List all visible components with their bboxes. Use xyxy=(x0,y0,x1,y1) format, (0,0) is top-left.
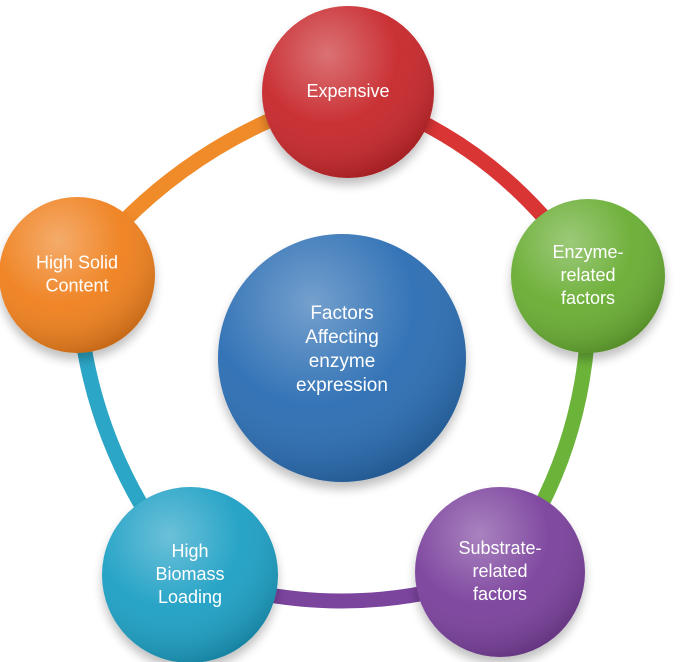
label-line: Enzyme- xyxy=(552,242,623,262)
label-line: factors xyxy=(473,584,527,604)
node-label: Substrate-related factors xyxy=(458,538,541,604)
label-line: enzyme xyxy=(309,351,376,372)
node-substrate-related-factors: Substrate-related factors xyxy=(415,487,585,657)
label-line: Content xyxy=(45,275,108,295)
label-line: Loading xyxy=(158,587,222,607)
label-line: High Solid xyxy=(36,252,118,272)
node-highlight xyxy=(262,6,434,178)
center-highlight xyxy=(218,234,466,482)
label-line: Factors xyxy=(310,303,373,324)
node-highlight xyxy=(102,487,278,662)
label-line: Expensive xyxy=(306,81,389,101)
node-highlight xyxy=(415,487,585,657)
node-highlight xyxy=(0,197,155,353)
label-line: related xyxy=(472,561,527,581)
label-line: related xyxy=(560,265,615,285)
node-expensive: Expensive xyxy=(262,6,434,178)
label-line: Substrate- xyxy=(458,538,541,558)
label-line: factors xyxy=(561,288,615,308)
label-line: expression xyxy=(296,375,388,396)
label-line: Affecting xyxy=(305,327,379,348)
label-line: High xyxy=(171,541,208,561)
node-enzyme-related-factors: Enzyme-related factors xyxy=(511,199,665,353)
node-highlight xyxy=(511,199,665,353)
node-label: Expensive xyxy=(306,81,389,101)
node-label: Enzyme-related factors xyxy=(552,242,623,308)
label-line: Biomass xyxy=(155,564,224,584)
